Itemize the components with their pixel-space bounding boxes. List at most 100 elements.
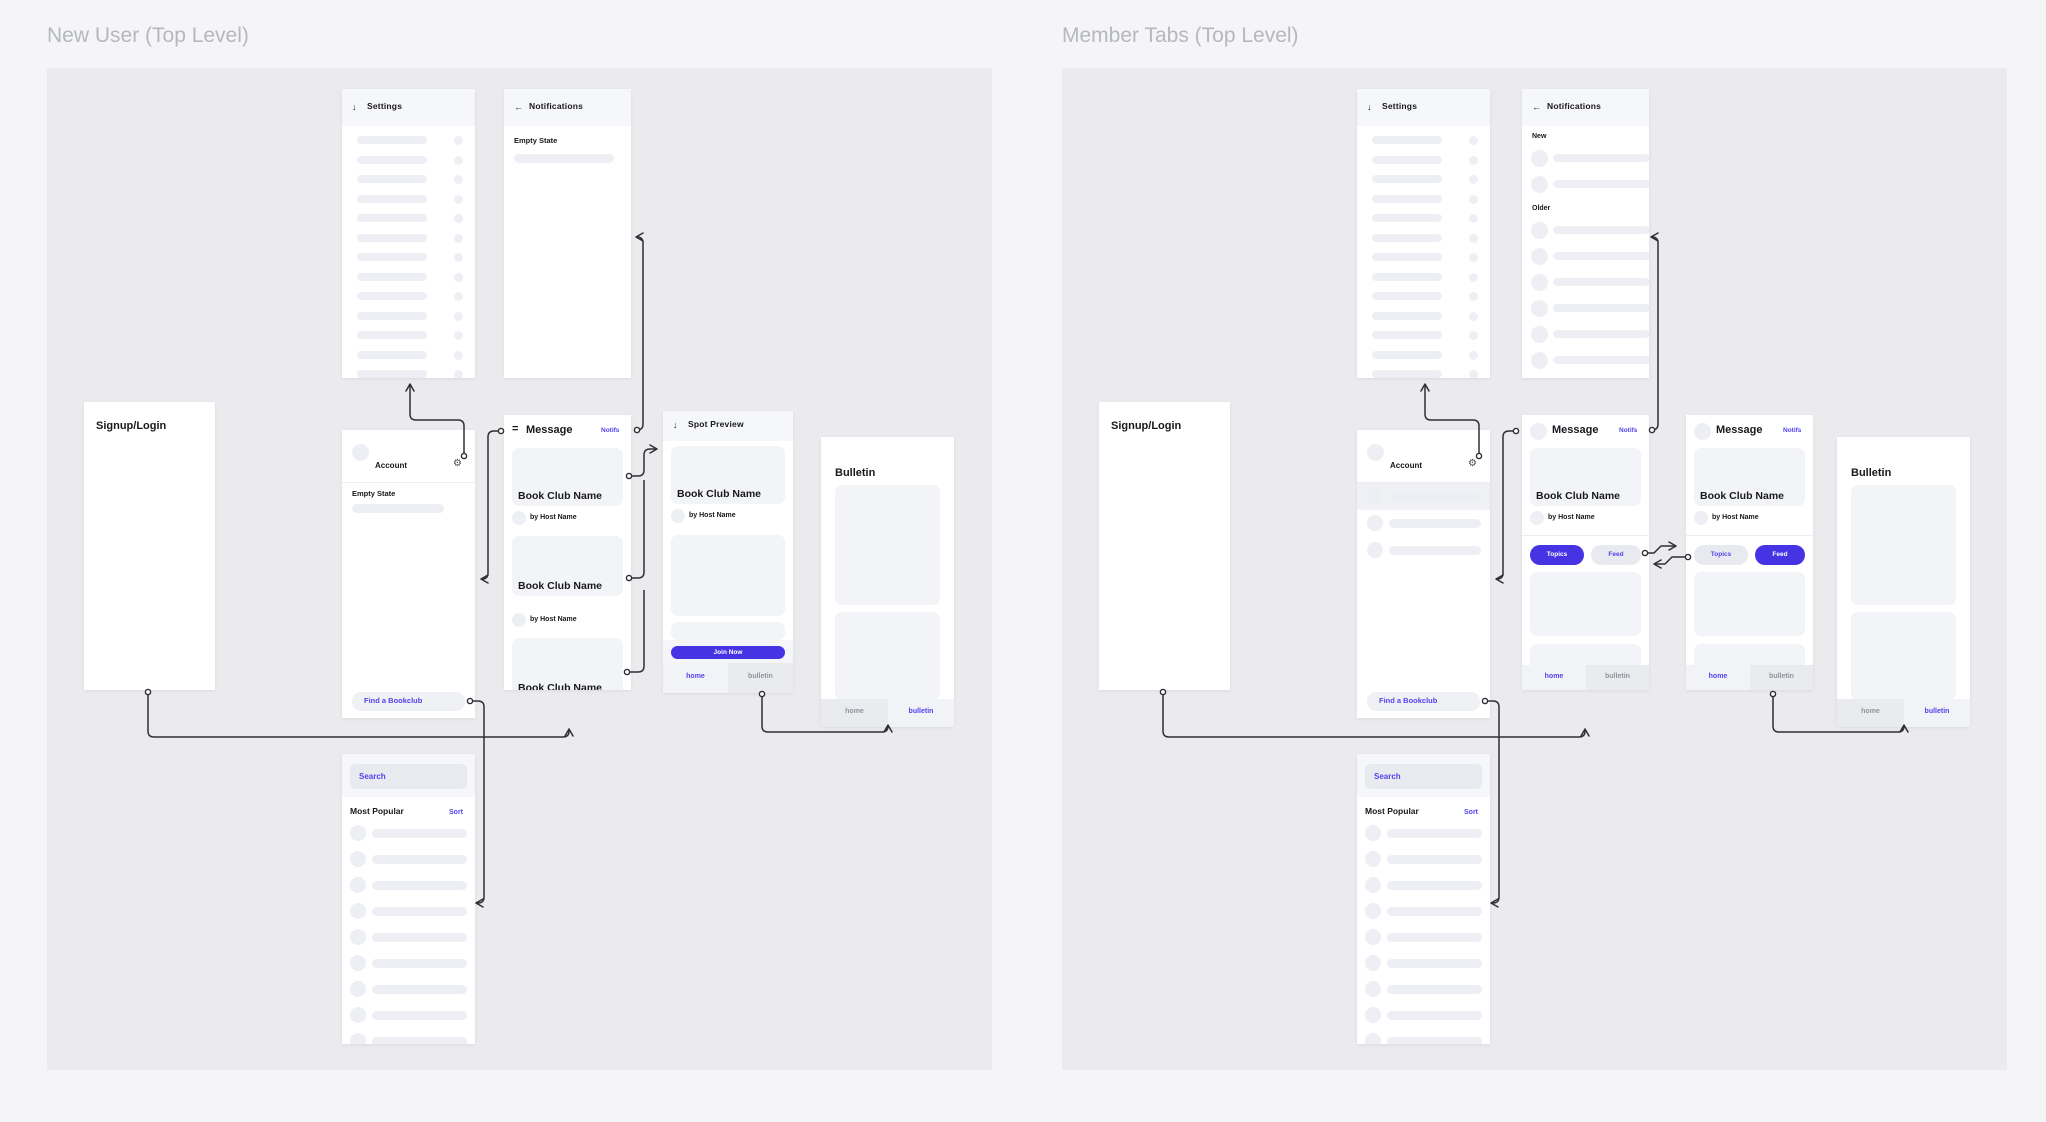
join-now-button[interactable]: Join Now (671, 646, 785, 659)
header-divider (1357, 482, 1490, 483)
tab-feed[interactable]: Feed (1755, 545, 1805, 565)
list-row-dot (454, 233, 463, 243)
nav-tab-label: home (1544, 672, 1564, 680)
frame-signup-login[interactable]: Signup/Login (1099, 402, 1230, 690)
tab-topics[interactable]: Topics (1530, 545, 1584, 565)
placeholder-bar (357, 136, 427, 144)
menu-icon[interactable]: = (512, 423, 519, 435)
find-a-bookclub-button[interactable]: Find a Bookclub (352, 692, 465, 711)
arrow-down-icon[interactable]: ↓ (673, 420, 678, 430)
placeholder-bar (1553, 180, 1649, 188)
frame-settings[interactable]: ↓Settings (342, 89, 475, 378)
frame-account[interactable]: Account ⚙ Find a Bookclub (1357, 430, 1490, 718)
bottom-nav-tab-home[interactable]: home (1522, 665, 1586, 690)
list-row-dot (454, 214, 463, 223)
notifs-link[interactable]: Notifs (1783, 427, 1802, 434)
screen-title: Bulletin (1851, 467, 1892, 479)
screen-title: Account (1390, 461, 1422, 470)
screen-title: Signup/Login (1111, 420, 1182, 432)
bottom-nav-tab-bulletin[interactable]: bulletin (728, 663, 793, 693)
nav-tab-label: home (686, 673, 705, 680)
bottom-nav-tab-bulletin[interactable]: bulletin (888, 699, 954, 727)
avatar (1531, 222, 1548, 239)
list-row-dot (454, 136, 463, 145)
arrow-left-icon[interactable]: ← (1532, 101, 1541, 112)
content-block (835, 612, 940, 700)
book-club-name: Book Club Name (518, 580, 603, 592)
screen-header (663, 411, 793, 441)
sort-link[interactable]: Sort (1464, 809, 1478, 816)
placeholder-bar (514, 154, 614, 163)
avatar (1365, 903, 1381, 919)
book-club-card[interactable]: Book Club Name (512, 536, 623, 596)
nav-tab-label: home (1861, 708, 1880, 715)
sort-link[interactable]: Sort (449, 809, 463, 816)
avatar (1531, 176, 1548, 193)
arrow-down-icon[interactable]: ↓ (352, 101, 357, 112)
content-block (835, 485, 940, 605)
placeholder-bar (372, 829, 467, 838)
nav-tab-label: bulletin (748, 673, 773, 680)
avatar (350, 929, 366, 945)
list-row-dot (454, 272, 463, 282)
host-avatar (671, 509, 685, 523)
nav-tab-label: bulletin (1605, 672, 1630, 680)
gear-icon[interactable]: ⚙ (453, 458, 462, 469)
frame-signup-login[interactable]: Signup/Login (84, 402, 215, 690)
placeholder-bar (357, 350, 427, 359)
book-club-card[interactable]: Book Club Name (512, 448, 623, 506)
bottom-nav-tab-home[interactable]: home (1837, 699, 1904, 727)
screen-title: Message (1716, 424, 1763, 436)
frame-bulletin[interactable]: Bulletin home bulletin (1837, 437, 1970, 727)
join-now-label: Join Now (713, 649, 743, 656)
placeholder-bar (1372, 311, 1442, 320)
host-avatar (1694, 511, 1708, 525)
header-divider (342, 482, 475, 483)
book-club-card[interactable]: Book Club Name (512, 638, 623, 690)
placeholder-bar (372, 907, 467, 916)
list-row-dot (1469, 214, 1478, 223)
book-club-card[interactable]: Book Club Name (1694, 448, 1805, 506)
notifs-link[interactable]: Notifs (1619, 427, 1638, 434)
book-club-card[interactable]: Book Club Name (1530, 448, 1641, 506)
bottom-nav-tab-bulletin[interactable]: bulletin (1586, 665, 1649, 690)
host-name: by Host Name (689, 512, 736, 519)
book-club-name: Book Club Name (518, 682, 603, 690)
find-a-bookclub-button[interactable]: Find a Bookclub (1367, 692, 1480, 711)
placeholder-bar (1372, 194, 1442, 203)
bottom-nav-tab-home[interactable]: home (663, 663, 728, 693)
screen-header (504, 89, 631, 126)
notifs-link[interactable]: Notifs (601, 427, 620, 434)
frame-settings[interactable]: ↓Settings (1357, 89, 1490, 378)
tab-topics[interactable]: Topics (1694, 545, 1748, 565)
placeholder-bar (1387, 1037, 1482, 1044)
screen-title: Message (1552, 424, 1599, 436)
bottom-nav-tab-bulletin[interactable]: bulletin (1750, 665, 1813, 690)
placeholder-bar (357, 370, 427, 378)
tab-feed[interactable]: Feed (1591, 545, 1641, 565)
arrow-left-icon[interactable]: ← (514, 101, 523, 112)
placeholder-bar (1389, 492, 1481, 501)
search-input[interactable]: Search (350, 764, 467, 789)
bottom-nav-tab-home[interactable]: home (1686, 665, 1750, 690)
search-input[interactable]: Search (1365, 764, 1482, 789)
arrow-down-icon[interactable]: ↓ (1367, 101, 1372, 112)
placeholder-bar (357, 194, 427, 203)
find-a-bookclub-label: Find a Bookclub (364, 696, 423, 705)
bottom-nav-tab-bulletin[interactable]: bulletin (1904, 699, 1970, 727)
gear-icon[interactable]: ⚙ (1468, 458, 1477, 469)
bottom-nav-tab-home[interactable]: home (821, 699, 888, 727)
screen-header (342, 89, 475, 126)
list-row-dot (454, 194, 463, 204)
